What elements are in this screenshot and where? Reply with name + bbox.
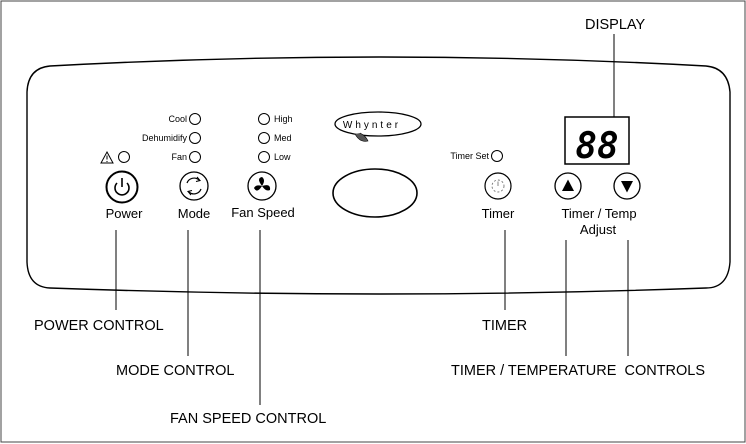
power-control-callout: POWER CONTROL <box>34 318 164 334</box>
mode-button[interactable] <box>179 171 209 201</box>
sensor-window <box>332 168 418 218</box>
timer-icon <box>491 179 505 193</box>
brand-text: Whynter <box>343 120 401 131</box>
cycle-icon <box>186 176 202 196</box>
timer-button[interactable] <box>484 172 512 200</box>
panel-outline <box>26 56 731 295</box>
mode-button-label: Mode <box>178 206 211 221</box>
timer-temperature-controls-callout: TIMER / TEMPERATURE CONTROLS <box>451 363 705 379</box>
indicator-label-cool: Cool <box>168 114 187 124</box>
display-screen: 88 <box>564 116 630 167</box>
display-digits: 88 <box>575 126 618 167</box>
timer-temp-label-line2: Adjust <box>580 222 617 237</box>
power-icon <box>114 178 130 196</box>
logo-swoosh <box>354 132 369 142</box>
triangle-down-icon <box>621 181 633 193</box>
fan-speed-control-callout: FAN SPEED CONTROL <box>170 411 326 427</box>
brand-logo: Whynter <box>334 111 422 142</box>
power-button[interactable] <box>105 170 139 204</box>
temp-up-button[interactable] <box>554 172 582 200</box>
indicator-label-med: Med <box>274 133 292 143</box>
fan-speed-button-label: Fan Speed <box>231 205 295 220</box>
warning-icon <box>100 150 114 164</box>
indicator-light-cool <box>189 113 201 125</box>
power-button-label: Power <box>106 206 144 221</box>
mode-indicators: Cool Dehumidify Fan <box>142 113 201 163</box>
indicator-light-fan <box>189 151 201 163</box>
indicator-label-dehumidify: Dehumidify <box>142 133 188 143</box>
fan-icon <box>254 177 271 191</box>
indicator-label-low: Low <box>274 152 291 162</box>
temp-down-button[interactable] <box>613 172 641 200</box>
indicator-light-med <box>258 132 270 144</box>
timer-button-label: Timer <box>482 206 515 221</box>
power-indicator-light <box>118 151 130 163</box>
indicator-label-fan: Fan <box>171 152 187 162</box>
indicator-light-high <box>258 113 270 125</box>
display-callout: DISPLAY <box>585 17 646 33</box>
indicator-light-low <box>258 151 270 163</box>
indicator-light-timer-set <box>491 150 503 162</box>
triangle-up-icon <box>562 179 574 191</box>
indicator-label-timer-set: Timer Set <box>450 151 489 161</box>
fan-indicators: High Med Low <box>258 113 293 163</box>
timer-temp-label-line1: Timer / Temp <box>561 206 636 221</box>
indicator-label-high: High <box>274 114 293 124</box>
fan-speed-button[interactable] <box>247 171 277 201</box>
mode-control-callout: MODE CONTROL <box>116 363 234 379</box>
timer-callout: TIMER <box>482 318 527 334</box>
indicator-light-dehumidify <box>189 132 201 144</box>
